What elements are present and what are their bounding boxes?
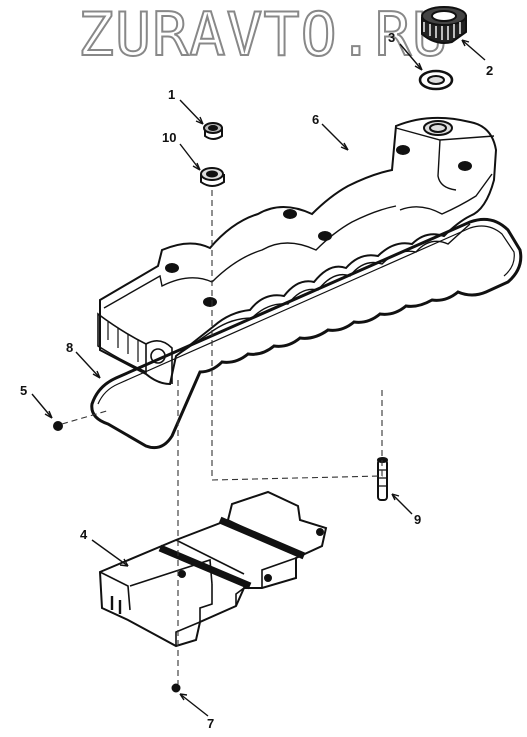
callout-6: 6 bbox=[312, 112, 319, 127]
screw-part-5 bbox=[53, 421, 63, 431]
callout-3: 3 bbox=[388, 30, 395, 45]
gasket-part bbox=[90, 217, 523, 450]
callout-9: 9 bbox=[414, 512, 421, 527]
breather-cap-part bbox=[421, 6, 467, 44]
baffle-part bbox=[98, 490, 328, 648]
seal-ring-part bbox=[418, 69, 454, 91]
stud-part bbox=[377, 457, 388, 501]
callout-5: 5 bbox=[20, 383, 27, 398]
washer-part bbox=[200, 167, 225, 187]
callout-4: 4 bbox=[80, 527, 88, 542]
callout-8: 8 bbox=[66, 340, 73, 355]
valve-cover-part bbox=[97, 116, 498, 386]
callout-10: 10 bbox=[162, 130, 176, 145]
nut-part bbox=[203, 122, 223, 140]
callout-2: 2 bbox=[486, 63, 493, 78]
callout-7: 7 bbox=[207, 716, 214, 731]
callout-labels: 1 2 3 4 5 6 7 8 9 10 bbox=[20, 30, 493, 731]
assembly-center-lines bbox=[61, 190, 383, 684]
leader-lines bbox=[31, 39, 486, 717]
screw-part-7 bbox=[171, 683, 181, 693]
watermark-text: ZURAVTO.RU bbox=[77, 0, 450, 71]
callout-1: 1 bbox=[168, 87, 175, 102]
